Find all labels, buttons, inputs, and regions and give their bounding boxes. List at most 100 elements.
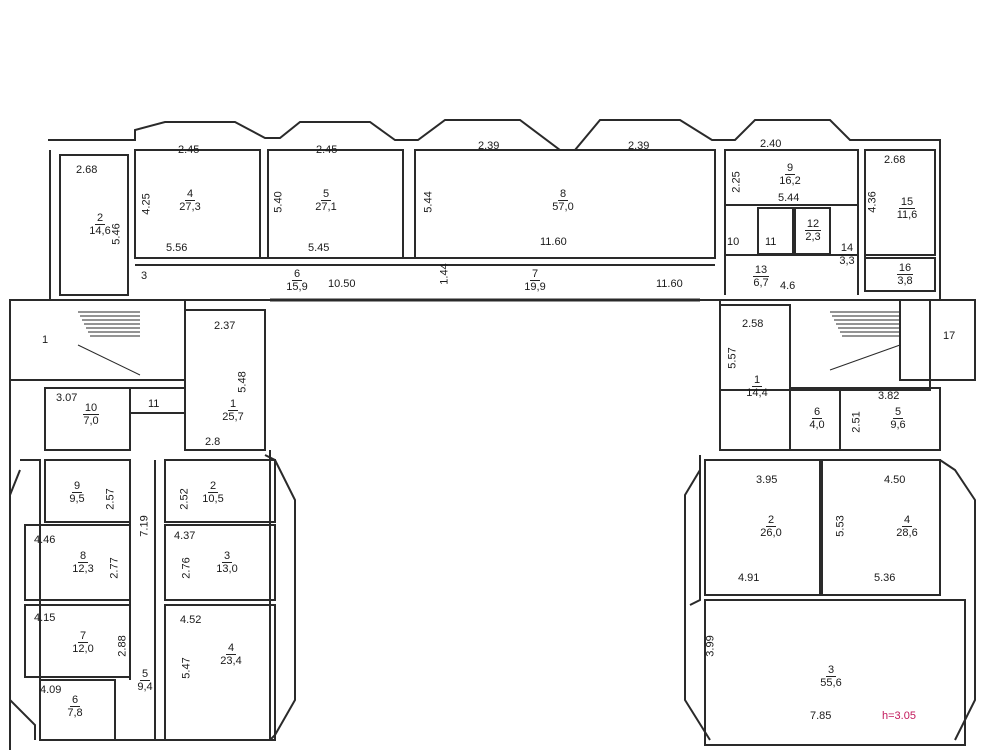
room-1-right: 1 14,4 <box>742 374 772 399</box>
room-12-right: 12 2,3 <box>798 218 828 243</box>
dimension-label: 7.85 <box>810 710 832 722</box>
room-area: 57,0 <box>552 201 574 213</box>
room-13-right: 13 6,7 <box>746 264 776 289</box>
room-area: 10,5 <box>202 493 224 505</box>
dimension-label: 5.53 <box>834 515 847 537</box>
dimension-label: 2.40 <box>760 138 782 150</box>
room-area: 13,0 <box>216 563 238 575</box>
dimension-label: 2.57 <box>104 488 117 510</box>
room-7-corridor: 7 19,9 <box>520 268 550 293</box>
room-14-right: 14 3,3 <box>832 242 862 267</box>
room-area: 28,6 <box>896 527 918 539</box>
room-area: 7,0 <box>83 415 99 427</box>
room-area: 14,4 <box>746 387 768 399</box>
dimension-label: 2.25 <box>730 171 743 193</box>
room-number: 8 <box>77 550 89 563</box>
room-6-left: 6 7,8 <box>60 694 90 719</box>
dimension-label: 11.60 <box>540 236 567 248</box>
room-number: 4 <box>901 514 913 527</box>
room-area: 14,6 <box>89 225 111 237</box>
room-number: 5 <box>320 188 332 201</box>
dimension-label: 5.36 <box>874 572 896 584</box>
room-8-top: 8 57,0 <box>548 188 578 213</box>
dimension-label: 3.95 <box>756 474 778 486</box>
room-number: 3 <box>825 664 837 677</box>
dimension-label: 4.37 <box>174 530 196 542</box>
room-area: 19,9 <box>524 281 546 293</box>
room-number: 6 <box>291 268 303 281</box>
room-area: 9,5 <box>69 493 85 505</box>
room-6-corridor: 6 15,9 <box>282 268 312 293</box>
dimension-label: 5.56 <box>166 242 188 254</box>
room-number: 1 <box>751 374 763 387</box>
room-number: 5 <box>139 668 151 681</box>
room-number: 8 <box>557 188 569 201</box>
dimension-label: 2.39 <box>628 140 650 152</box>
dimension-label: 2.51 <box>850 411 863 433</box>
dimension-label: 2.37 <box>214 320 236 332</box>
room-number: 1 <box>227 398 239 411</box>
room-11-label: 11 <box>765 236 777 248</box>
dimension-label: 7.19 <box>138 515 151 537</box>
dimension-label: 2.45 <box>178 144 200 156</box>
room-number: 3 <box>221 550 233 563</box>
ceiling-height-note: h=3.05 <box>882 710 916 722</box>
room-number: 7 <box>529 268 541 281</box>
dimension-label: 5.48 <box>236 371 249 393</box>
room-number: 2 <box>765 514 777 527</box>
room-number: 9 <box>784 162 796 175</box>
room-area: 7,8 <box>67 707 83 719</box>
dimension-label: 5.57 <box>726 347 739 369</box>
room-3-right: 3 55,6 <box>816 664 846 689</box>
room-area: 27,3 <box>179 201 201 213</box>
room-number: 14 <box>838 242 856 255</box>
room-17-label: 17 <box>943 330 956 342</box>
room-area: 11,6 <box>896 209 918 221</box>
room-1-label: 1 <box>42 334 49 346</box>
dimension-label: 4.36 <box>866 191 879 213</box>
room-7-left: 7 12,0 <box>68 630 98 655</box>
dimension-label: 4.46 <box>34 534 56 546</box>
room-area: 12,0 <box>72 643 94 655</box>
room-area: 9,4 <box>137 681 153 693</box>
dimension-label: 5.47 <box>180 657 193 679</box>
room-number: 13 <box>752 264 770 277</box>
room-8-left: 8 12,3 <box>68 550 98 575</box>
room-area: 55,6 <box>820 677 842 689</box>
room-11-label: 11 <box>148 398 160 410</box>
dimension-label: 2.39 <box>478 140 500 152</box>
room-number: 10 <box>82 402 100 415</box>
dimension-label: 2.58 <box>742 318 764 330</box>
room-number: 16 <box>896 262 914 275</box>
dimension-label: 2.68 <box>76 164 98 176</box>
dimension-label: 3.07 <box>56 392 78 404</box>
room-number: 5 <box>892 406 904 419</box>
dimension-label: 2.77 <box>108 557 121 579</box>
room-area: 6,7 <box>753 277 769 289</box>
room-number: 2 <box>94 212 106 225</box>
dimension-label: 5.44 <box>778 192 800 204</box>
dimension-label: 2.45 <box>316 144 338 156</box>
room-area: 27,1 <box>315 201 337 213</box>
room-6-right: 6 4,0 <box>802 406 832 431</box>
room-area: 3,8 <box>897 275 913 287</box>
room-number: 4 <box>225 642 237 655</box>
room-10-left: 10 7,0 <box>76 402 106 427</box>
room-15-right: 15 11,6 <box>892 196 922 221</box>
dimension-label: 2.8 <box>205 436 221 448</box>
room-area: 2,3 <box>805 231 821 243</box>
room-number: 6 <box>811 406 823 419</box>
room-area: 23,4 <box>220 655 242 667</box>
dimension-label: 5.40 <box>272 191 285 213</box>
room-number: 7 <box>77 630 89 643</box>
room-number: 12 <box>804 218 822 231</box>
room-number: 15 <box>898 196 916 209</box>
dimension-label: 5.45 <box>308 242 330 254</box>
room-2-right: 2 26,0 <box>756 514 786 539</box>
dimension-label: 3.99 <box>704 635 717 657</box>
room-number: 2 <box>207 480 219 493</box>
dimension-label: 4.25 <box>140 193 153 215</box>
room-10-label: 10 <box>727 236 740 248</box>
room-2-left: 2 10,5 <box>198 480 228 505</box>
